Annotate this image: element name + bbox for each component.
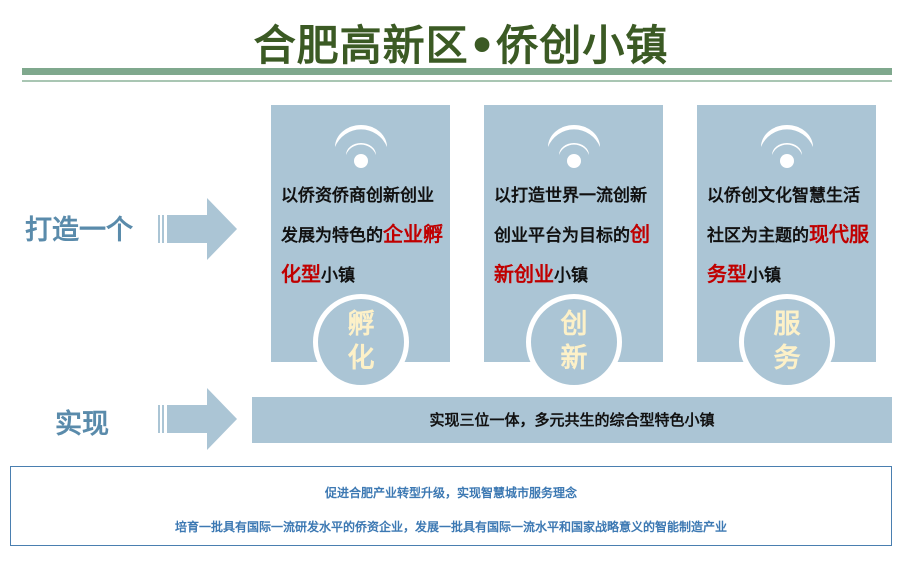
title-divider-thick — [22, 68, 892, 75]
goals-box: 促进合肥产业转型升级，实现智慧城市服务理念 培育一批具有国际一流研发水平的侨资企… — [10, 466, 892, 546]
page-title: 合肥高新区•侨创小镇 — [253, 21, 669, 70]
arrow-right-icon — [158, 198, 237, 260]
card-highlight: 现代服务型 — [707, 222, 869, 286]
card-highlight: 创新创业 — [494, 222, 650, 286]
title-divider-thin — [22, 80, 892, 82]
card-description: 以侨创文化智慧生活社区为主题的现代服务型小镇 — [707, 186, 869, 286]
summary-bar: 实现三位一体，多元共生的综合型特色小镇 — [252, 397, 892, 443]
card-badge: 服务 — [739, 294, 835, 390]
card-description: 以打造世界一流创新创业平台为目标的创新创业小镇 — [494, 186, 650, 286]
signal-icon — [548, 125, 600, 168]
card-description: 以侨资侨商创新创业发展为特色的企业孵化型小镇 — [281, 186, 443, 286]
goal-line: 培育一批具有国际一流研发水平的侨资企业，发展一批具有国际一流水平和国家战略意义的… — [174, 520, 727, 534]
build-label: 打造一个 — [25, 215, 133, 246]
signal-icon — [761, 125, 813, 168]
card-badge: 创新 — [526, 294, 622, 390]
goal-line: 促进合肥产业转型升级，实现智慧城市服务理念 — [324, 486, 577, 500]
card-highlight: 企业孵化型 — [281, 222, 443, 286]
signal-icon — [335, 125, 387, 168]
card-badge: 孵化 — [313, 294, 409, 390]
realize-label: 实现 — [55, 409, 109, 440]
arrow-right-icon — [158, 388, 237, 450]
